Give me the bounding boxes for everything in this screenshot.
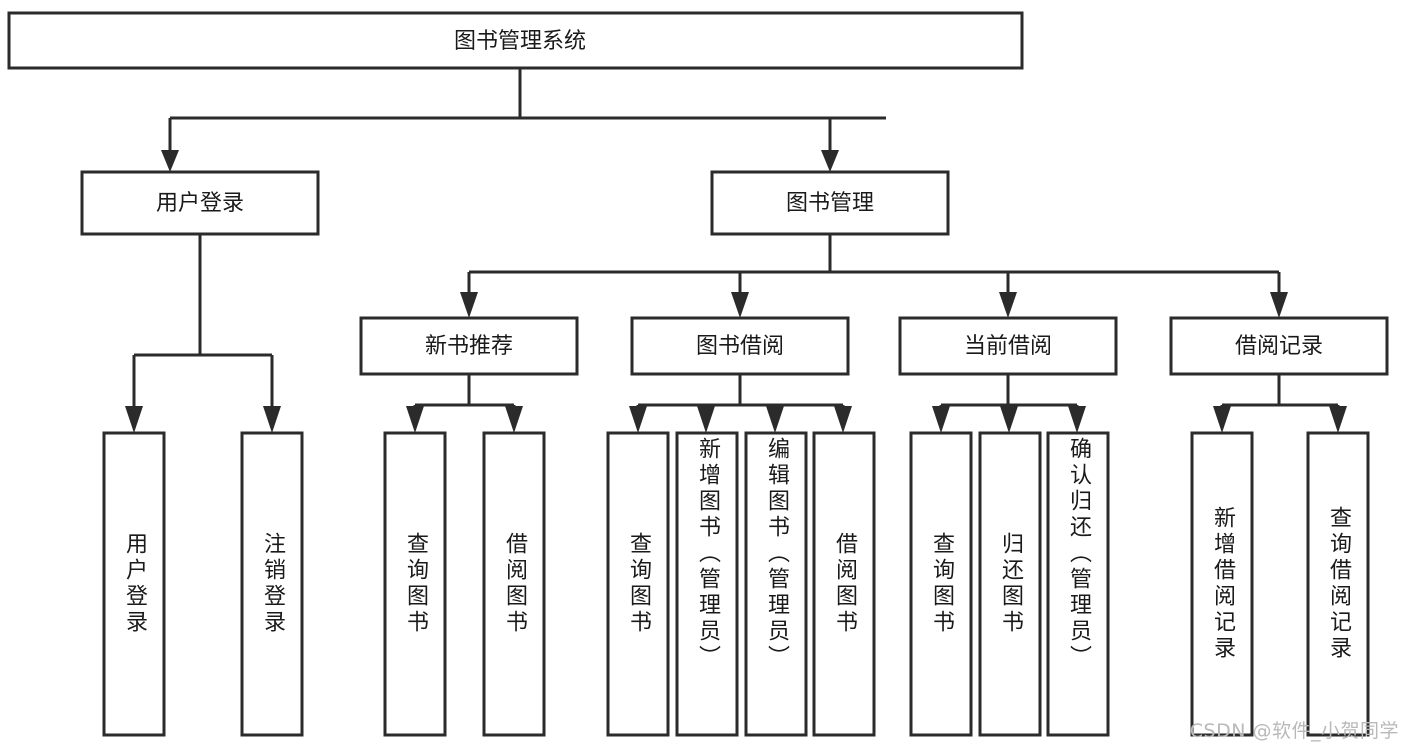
arrow-to-leaf-query-record bbox=[1329, 406, 1347, 433]
leaf-box-return-book[interactable] bbox=[978, 431, 1042, 737]
arrow-to-leaf-query-book-2 bbox=[629, 406, 647, 433]
arrow-to-leaf-edit-book bbox=[766, 406, 784, 433]
connector-root-to-level2 bbox=[161, 68, 886, 172]
node-user-login[interactable]: 用户登录 bbox=[80, 170, 320, 236]
leaf-box-edit-book[interactable] bbox=[744, 431, 808, 737]
leaf-box-borrow-book-2[interactable] bbox=[812, 431, 876, 737]
arrow-to-leaf-add-record bbox=[1213, 406, 1231, 433]
node-book-manage[interactable]: 图书管理 bbox=[710, 170, 950, 236]
arrow-to-book-manage bbox=[821, 150, 839, 172]
arrow-to-leaf-return-book bbox=[1000, 406, 1018, 433]
arrow-to-leaf-confirm-return bbox=[1068, 406, 1086, 433]
leaf-box-add-record[interactable] bbox=[1190, 431, 1254, 737]
connector-borrow-record-to-leaves bbox=[1213, 374, 1347, 433]
leaf-box-add-book[interactable] bbox=[675, 431, 739, 737]
node-box-borrow-record[interactable] bbox=[1169, 316, 1389, 376]
arrow-to-leaf-user-logout bbox=[263, 406, 281, 433]
arrow-to-new-book-recommend bbox=[460, 292, 478, 318]
arrow-to-book-borrow bbox=[731, 292, 749, 318]
leaf-box-query-book-2[interactable] bbox=[606, 431, 670, 737]
leaf-box-user-login[interactable] bbox=[102, 431, 166, 737]
node-book-borrow[interactable]: 图书借阅 bbox=[630, 316, 850, 376]
node-box-user-login[interactable] bbox=[80, 170, 320, 236]
leaf-box-query-book-1[interactable] bbox=[383, 431, 447, 737]
arrow-to-leaf-query-book-1 bbox=[406, 406, 424, 433]
node-label-book-manage: 图书管理 bbox=[786, 191, 874, 216]
leaf-box-confirm-return[interactable] bbox=[1046, 431, 1110, 737]
leaf-box-user-logout[interactable] bbox=[240, 431, 304, 737]
node-label-current-borrow: 当前借阅 bbox=[964, 334, 1052, 359]
connector-book-manage-to-level3 bbox=[460, 234, 1288, 318]
node-label-book-borrow: 图书借阅 bbox=[696, 334, 784, 359]
node-label-borrow-record: 借阅记录 bbox=[1235, 334, 1323, 359]
node-label-user-login: 用户登录 bbox=[156, 191, 244, 216]
node-label-new-book-recommend: 新书推荐 bbox=[425, 334, 513, 359]
connector-book-borrow-to-leaves bbox=[629, 374, 852, 433]
arrow-to-current-borrow bbox=[999, 292, 1017, 318]
leaf-box-borrow-book-1[interactable] bbox=[482, 431, 546, 737]
arrow-to-leaf-query-book-3 bbox=[932, 406, 950, 433]
node-box-book-borrow[interactable] bbox=[630, 316, 850, 376]
node-borrow-record[interactable]: 借阅记录 bbox=[1169, 316, 1389, 376]
leaf-box-query-record[interactable] bbox=[1306, 431, 1370, 737]
connector-current-borrow-to-leaves bbox=[932, 374, 1086, 433]
node-current-borrow[interactable]: 当前借阅 bbox=[898, 316, 1118, 376]
arrow-to-leaf-borrow-book-1 bbox=[505, 406, 523, 433]
arrow-to-user-login bbox=[161, 150, 179, 172]
arrow-to-leaf-borrow-book-2 bbox=[834, 406, 852, 433]
arrow-to-borrow-record bbox=[1270, 292, 1288, 318]
connector-new-book-recommend-to-leaves bbox=[406, 374, 523, 433]
csdn-watermark: CSDN @软件_小贺同学 bbox=[1189, 720, 1399, 742]
leaf-box-query-book-3[interactable] bbox=[909, 431, 973, 737]
node-new-book-recommend[interactable]: 新书推荐 bbox=[359, 316, 579, 376]
connector-user-login-to-leaves bbox=[125, 234, 281, 433]
arrow-to-leaf-add-book bbox=[697, 406, 715, 433]
arrow-to-leaf-user-login bbox=[125, 406, 143, 433]
node-box-current-borrow[interactable] bbox=[898, 316, 1118, 376]
node-box-new-book-recommend[interactable] bbox=[359, 316, 579, 376]
